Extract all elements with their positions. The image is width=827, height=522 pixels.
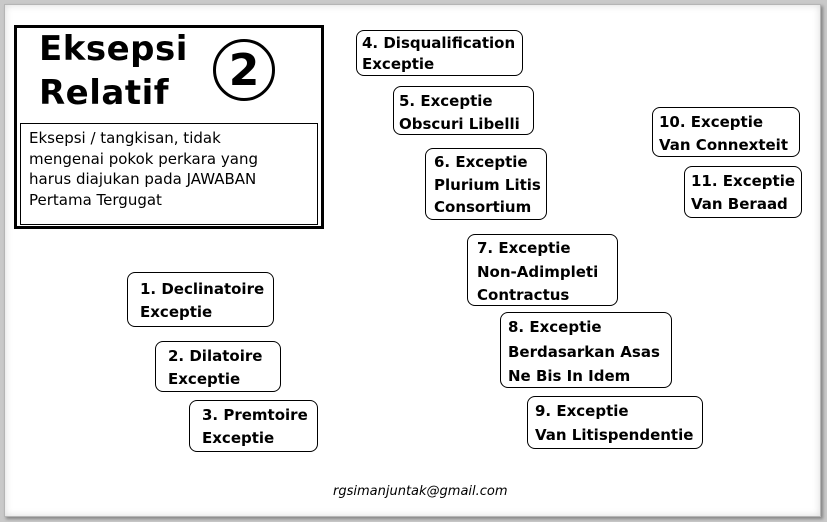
item-van-litispendentie: 9. Exceptie Van Litispendentie: [527, 396, 703, 449]
item-obscuri-libelli: 5. Exceptie Obscuri Libelli: [393, 86, 534, 135]
description-line: mengenai pokok perkara yang: [29, 149, 258, 168]
item-line: Exceptie: [202, 428, 275, 447]
item-line: Van Litispendentie: [535, 426, 694, 444]
item-non-adimpleti-contractus: 7. Exceptie Non-Adimpleti Contractus: [467, 234, 618, 306]
description-line: Eksepsi / tangkisan, tidak: [29, 129, 221, 147]
item-line: Plurium Litis: [434, 175, 541, 194]
author-email: rgsimanjuntak@gmail.com: [333, 484, 508, 499]
description-box: Eksepsi / tangkisan, tidak mengenai poko…: [20, 123, 318, 225]
item-dilatoire-exceptie: 2. Dilatoire Exceptie: [155, 341, 281, 392]
item-line: 4. Disqualification: [362, 34, 516, 52]
item-line: Exceptie: [362, 55, 435, 73]
item-line: Ne Bis In Idem: [508, 367, 631, 385]
description-line: Pertama Tergugat: [29, 190, 162, 209]
item-line: Non-Adimpleti: [477, 262, 599, 281]
item-line: 8. Exceptie: [508, 318, 602, 336]
item-line: Van Connexteit: [659, 135, 788, 154]
item-premtoire-exceptie: 3. Premtoire Exceptie: [189, 400, 318, 452]
item-line: 1. Declinatoire: [140, 280, 265, 298]
item-line: 6. Exceptie: [434, 153, 528, 171]
item-line: 11. Exceptie: [691, 172, 796, 190]
item-line: Exceptie: [168, 369, 241, 388]
item-line: 3. Premtoire: [202, 406, 308, 424]
item-line: 5. Exceptie: [399, 92, 493, 110]
item-line: Van Beraad: [691, 195, 788, 213]
item-line: Obscuri Libelli: [399, 114, 520, 133]
item-disqualification-exceptie: 4. Disqualification Exceptie: [356, 30, 523, 76]
item-line: 10. Exceptie: [659, 113, 764, 131]
title-line-2: Relatif: [39, 73, 170, 113]
item-line: Contractus: [477, 286, 570, 304]
title-line-1: Eksepsi: [39, 29, 188, 69]
description-line: harus diajukan pada JAWABAN: [29, 170, 257, 188]
item-line: 9. Exceptie: [535, 402, 629, 420]
item-plurium-litis-consortium: 6. Exceptie Plurium Litis Consortium: [425, 148, 547, 220]
title-box: Eksepsi Relatif 2 Eksepsi / tangkisan, t…: [14, 25, 324, 229]
item-line: Berdasarkan Asas: [508, 342, 660, 361]
item-van-beraad: 11. Exceptie Van Beraad: [684, 166, 802, 218]
item-line: 7. Exceptie: [477, 239, 571, 257]
item-line: 2. Dilatoire: [168, 347, 263, 365]
item-van-connexteit: 10. Exceptie Van Connexteit: [652, 107, 800, 157]
item-line: Consortium: [434, 198, 532, 216]
item-declinatoire-exceptie: 1. Declinatoire Exceptie: [127, 272, 274, 327]
item-ne-bis-in-idem: 8. Exceptie Berdasarkan Asas Ne Bis In I…: [500, 312, 672, 388]
number-badge: 2: [213, 39, 275, 101]
item-line: Exceptie: [140, 302, 213, 321]
